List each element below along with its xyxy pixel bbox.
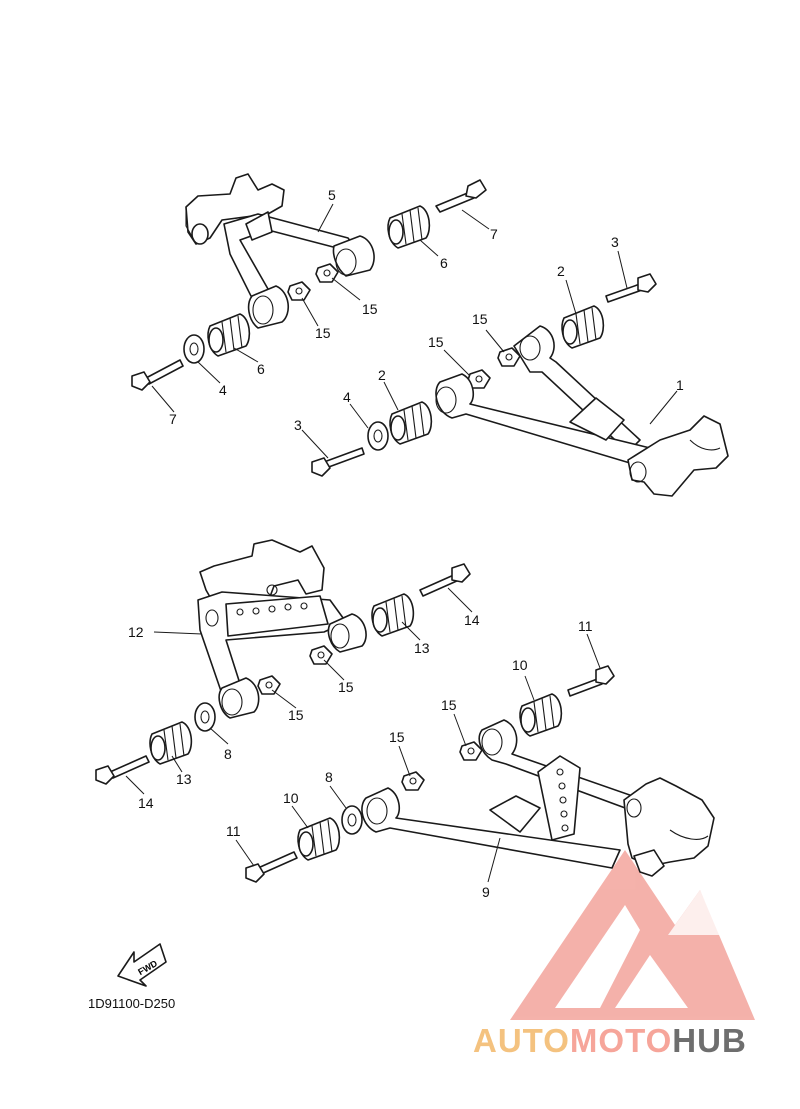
callout-15-g: 15	[441, 697, 457, 713]
bolt-7-b	[131, 359, 184, 391]
callout-6-b: 6	[257, 361, 265, 377]
callouts-upper: 5 7 6 3 2 15 15 15 15 1 6 2 4 4 7 3	[169, 187, 684, 433]
callout-15-a: 15	[362, 301, 378, 317]
callout-1: 1	[676, 377, 684, 393]
callout-10-a: 10	[512, 657, 528, 673]
callout-2-a: 2	[557, 263, 565, 279]
bolt-14-b	[95, 755, 150, 785]
bushing-13-b	[149, 721, 193, 765]
nut-15-g	[459, 741, 483, 761]
washer-8-a	[194, 702, 216, 732]
callout-15-h: 15	[389, 729, 405, 745]
watermark-logo-icon	[510, 850, 755, 1020]
callout-13-a: 13	[414, 640, 430, 656]
bushing-6-b	[207, 313, 251, 357]
watermark-text: AUTOMOTOHUB	[473, 1022, 747, 1060]
washer-4-a	[183, 334, 205, 364]
nut-15-d	[497, 347, 521, 367]
lower-arm-1	[435, 325, 729, 497]
callout-4-b: 4	[343, 389, 351, 405]
callout-11-b: 11	[226, 823, 241, 839]
leader-lines-lower	[125, 587, 601, 883]
nut-15-e	[309, 645, 333, 665]
callout-9: 9	[482, 884, 490, 900]
callout-2-b: 2	[378, 367, 386, 383]
callout-8-b: 8	[325, 769, 333, 785]
callout-8-a: 8	[224, 746, 232, 762]
callout-13-b: 13	[176, 771, 192, 787]
fwd-arrow-icon: FWD	[117, 943, 167, 987]
upper-arm-5	[185, 173, 375, 329]
callout-11-a: 11	[578, 618, 593, 634]
bushing-10-a	[519, 693, 563, 737]
callout-15-d: 15	[428, 334, 444, 350]
bolt-11-a	[567, 665, 615, 697]
nut-15-h	[401, 771, 425, 791]
callouts-lower: 12 14 13 11 10 15 15 15 15 8 13 8 14 10 …	[128, 612, 593, 900]
callout-4-a: 4	[219, 382, 227, 398]
bushing-10-b	[297, 817, 341, 861]
callout-3-b: 3	[294, 417, 302, 433]
watermark-part-2: MOTO	[569, 1022, 673, 1059]
callout-15-e: 15	[338, 679, 354, 695]
callout-14-b: 14	[138, 795, 154, 811]
nut-15-a	[315, 263, 339, 283]
watermark-part-1: AUTO	[473, 1022, 570, 1059]
callout-10-b: 10	[283, 790, 299, 806]
lower-arm-9	[361, 719, 715, 877]
callout-7-a: 7	[490, 226, 498, 242]
callout-5: 5	[328, 187, 336, 203]
bolt-3-b	[311, 447, 365, 477]
upper-arm-12	[197, 539, 367, 719]
washer-8-b	[341, 805, 363, 835]
bolt-3-a	[605, 273, 657, 303]
bolt-7-a	[435, 179, 487, 213]
bolt-11-b	[245, 851, 298, 883]
nut-15-f	[257, 675, 281, 695]
bushing-2-b	[389, 401, 433, 445]
callout-15-f: 15	[288, 707, 304, 723]
leader-lines-upper	[151, 203, 678, 459]
watermark-part-3: HUB	[672, 1022, 747, 1059]
callout-14-a: 14	[464, 612, 480, 628]
washer-4-b	[367, 421, 389, 451]
callout-3-a: 3	[611, 234, 619, 250]
bushing-2-a	[561, 305, 605, 349]
bushing-6-a	[387, 205, 431, 249]
callout-7-b: 7	[169, 411, 177, 427]
diagram-code: 1D91100-D250	[88, 996, 176, 1011]
bushing-13-a	[371, 593, 415, 637]
callout-6-a: 6	[440, 255, 448, 271]
bolt-14-a	[419, 563, 471, 597]
nut-15-b	[287, 281, 311, 301]
callout-12: 12	[128, 624, 144, 640]
callout-15-b: 15	[315, 325, 331, 341]
callout-15-c: 15	[472, 311, 488, 327]
